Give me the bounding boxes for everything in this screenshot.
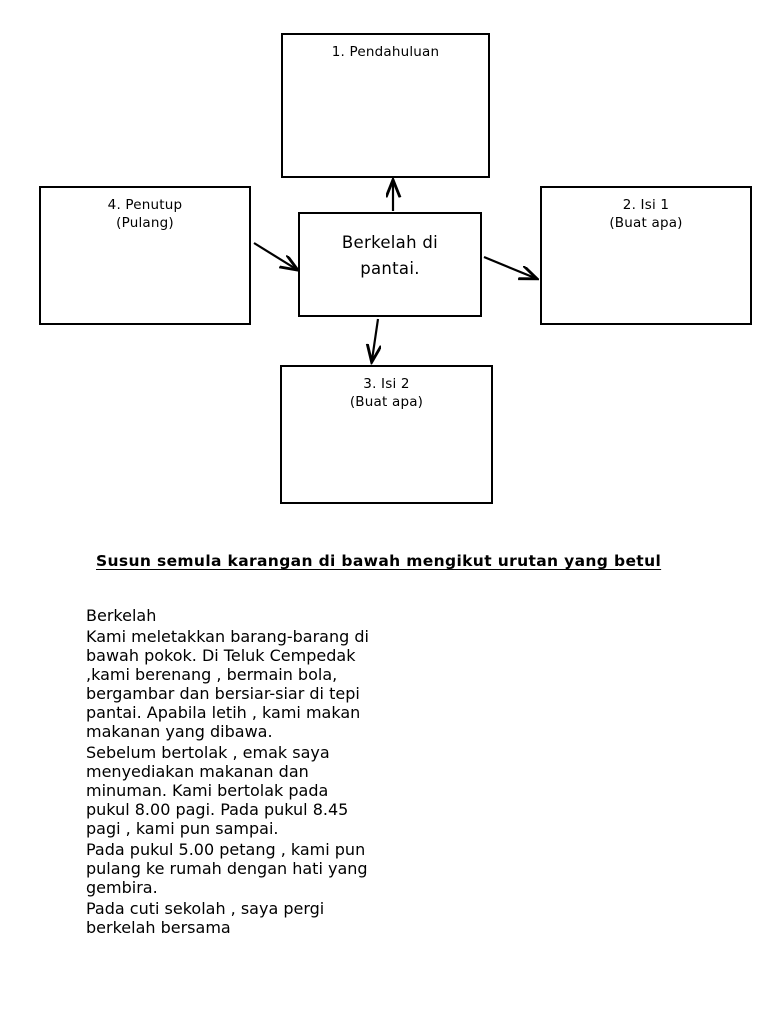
diagram-node-isi-2[interactable]: 3. Isi 2 (Buat apa) <box>280 365 493 504</box>
answer-cell[interactable] <box>373 839 661 898</box>
table-row: Pada pukul 5.00 petang , kami pun pulang… <box>85 839 660 898</box>
answer-cell[interactable] <box>373 742 661 839</box>
diagram-node-label: 3. Isi 2 (Buat apa) <box>349 376 424 411</box>
diagram-arrows <box>253 0 768 520</box>
worksheet-title: Berkelah <box>86 606 157 625</box>
diagram-node-label: 2. Isi 1 (Buat apa) <box>609 197 683 232</box>
answer-cell[interactable] <box>373 898 661 938</box>
arrow-closing-to-center <box>253 242 296 269</box>
diagram-node-label: 1. Pendahuluan <box>331 44 440 60</box>
worksheet-title-cell: Berkelah <box>85 605 660 626</box>
answer-cell[interactable] <box>373 626 661 742</box>
arrow-center-to-body1 <box>483 255 535 278</box>
table-row: Sebelum bertolak , emak saya menyediakan… <box>85 742 660 839</box>
worksheet-table: Berkelah Kami meletakkan barang-barang d… <box>85 605 660 938</box>
diagram-node-center-topic[interactable]: Berkelah di pantai. <box>298 212 482 317</box>
arrow-center-to-body2 <box>372 318 378 360</box>
diagram-node-isi-1[interactable]: 2. Isi 1 (Buat apa) <box>540 186 752 325</box>
table-row: Pada cuti sekolah , saya pergi berkelah … <box>85 898 660 938</box>
mind-map-diagram: 1. Pendahuluan 4. Penutup (Pulang) Berke… <box>39 0 768 520</box>
diagram-node-label: 4. Penutup (Pulang) <box>107 197 183 232</box>
diagram-center-label: Berkelah di pantai. <box>341 233 439 278</box>
table-row: Kami meletakkan barang-barang di bawah p… <box>85 626 660 742</box>
paragraph-cell: Pada cuti sekolah , saya pergi berkelah … <box>86 899 325 937</box>
paragraph-cell: Pada pukul 5.00 petang , kami pun pulang… <box>86 840 368 897</box>
diagram-node-pendahuluan[interactable]: 1. Pendahuluan <box>281 33 490 178</box>
diagram-node-penutup[interactable]: 4. Penutup (Pulang) <box>39 186 251 325</box>
worksheet-table-container: Berkelah Kami meletakkan barang-barang d… <box>0 605 768 956</box>
paragraph-cell: Sebelum bertolak , emak saya menyediakan… <box>86 743 349 838</box>
table-header-row: Berkelah <box>85 605 660 626</box>
paragraph-cell: Kami meletakkan barang-barang di bawah p… <box>86 627 369 741</box>
instruction-heading: Susun semula karangan di bawah mengikut … <box>96 552 662 570</box>
